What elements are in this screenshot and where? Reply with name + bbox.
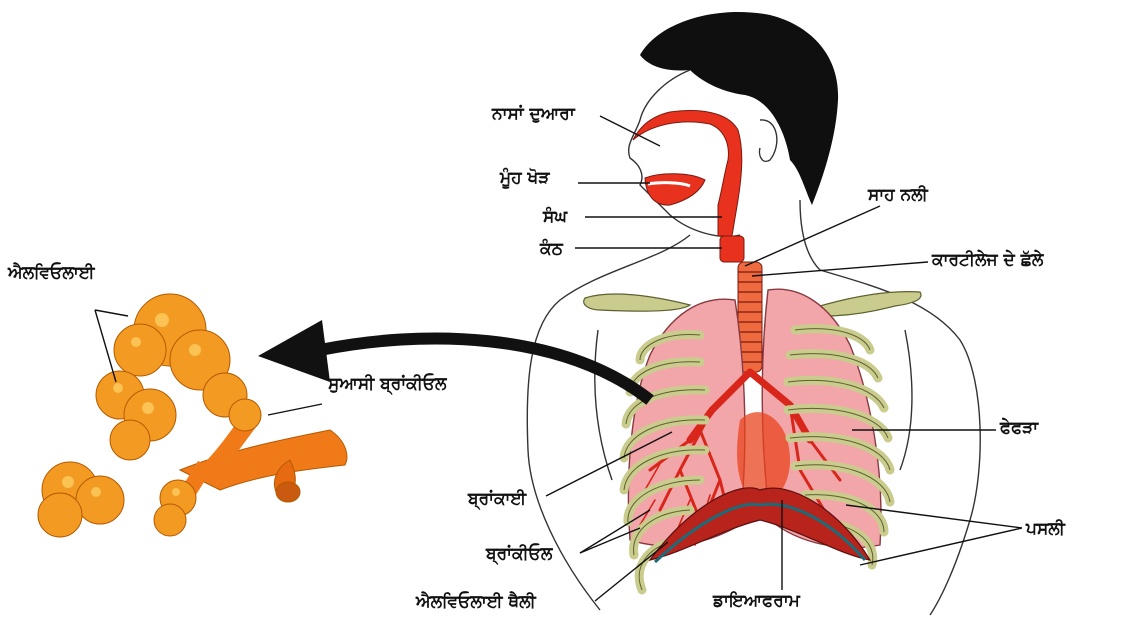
- alveoli-cluster: [38, 294, 347, 537]
- label-muh-khor: ਮੂੰਹ ਖੋੜ: [500, 168, 549, 188]
- label-alveolar-sac: ਐਲਵਿਓਲਾਈ ਥੈਲੀ: [416, 592, 536, 612]
- label-lung: ਫੇਫੜਾ: [1000, 418, 1038, 438]
- magnify-arrowhead: [258, 320, 330, 382]
- label-alveolai: ਐਲਵਿਓਲਾਈ: [8, 263, 94, 283]
- label-nasan-duara: ਨਾਸਾਂ ਦੁਆਰਾ: [492, 104, 575, 124]
- label-bronchi: ਬ੍ਰਾਂਕਾਈ: [468, 489, 526, 509]
- label-sangh: ਸੰਘ: [543, 207, 567, 227]
- label-sah-nali: ਸਾਹ ਨਲੀ: [868, 185, 928, 205]
- label-kanth: ਕੰਠ: [540, 239, 563, 259]
- label-cartilage-rings: ਕਾਰਟੀਲੇਜ ਦੇ ਛੱਲੇ: [932, 250, 1043, 270]
- label-respiratory-bronchiole: ਸੁਆਸੀ ਬ੍ਰਾਂਕੀਓਲ: [328, 374, 447, 394]
- label-bronchiole: ਬ੍ਰਾਂਕੀਓਲ: [486, 544, 552, 564]
- label-rib: ਪਸਲੀ: [1026, 519, 1065, 539]
- label-diaphragm: ਡਾਇਆਫਰਾਮ: [713, 591, 800, 611]
